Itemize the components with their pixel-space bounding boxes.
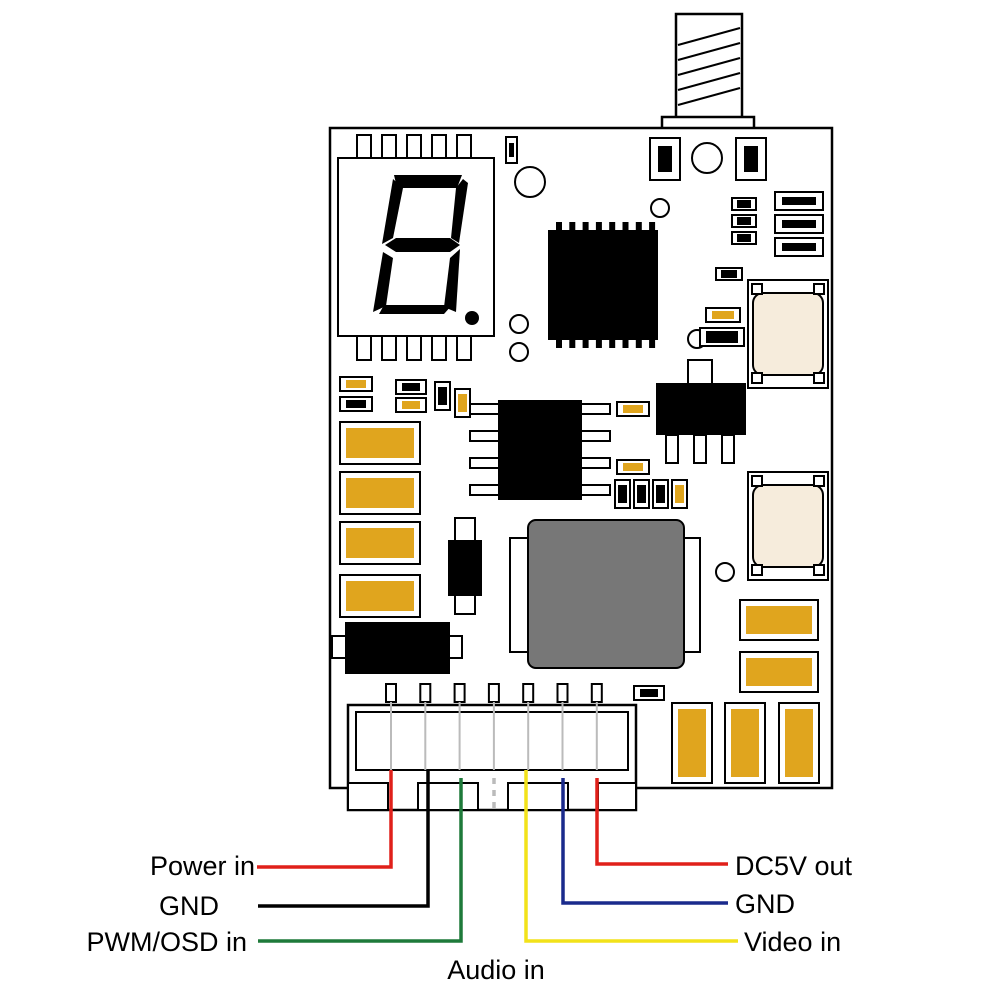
connector-pin-tab [487,683,500,703]
antenna-pads [649,137,767,181]
qfn-pin [635,222,642,232]
wire-power-in [257,770,393,869]
tantalum-caps-left [339,421,421,618]
pin-header-connector [346,683,638,812]
wire-dc5v-out [595,778,728,866]
wire-gnd-right [561,778,728,905]
diode-horizontal [331,622,463,674]
label-power-in: Power in [150,851,255,881]
tantalum-caps-right [739,599,819,693]
wire-pwm-osd [258,778,463,943]
antenna-connector [660,12,756,133]
voltage-regulator [656,359,746,464]
connector-pin-tab [419,683,432,703]
wires [257,770,738,943]
qfn-pin [595,222,602,232]
via [715,562,735,582]
connector-pin-tab [556,683,569,703]
label-gnd-right: GND [735,889,795,919]
label-pwm-osd-in: PWM/OSD in [86,927,247,957]
segment-digit [373,175,468,314]
soic-chip [469,400,611,500]
diode-vertical [448,517,482,615]
smd-small-top [505,136,707,362]
smd-small-left [339,376,650,475]
tactile-button-bottom [747,471,829,581]
qfn-pin [622,222,629,232]
smd-row [614,479,688,509]
qfn-pin [569,338,576,348]
smd-caps-mid-right [699,307,745,347]
connector-pin-tab [522,683,535,703]
label-video-in: Video in [744,927,841,957]
tantalum-caps-bottom [633,685,820,784]
qfn-pin [582,338,589,348]
wire-video [524,770,738,943]
power-inductor [509,519,701,669]
connector-pin-tab [453,683,466,703]
label-dc5v-out: DC5V out [735,851,853,881]
connector-pin-tab [590,683,603,703]
connector-pin-tab [385,683,397,703]
wire-gnd-left [258,770,430,908]
qfn-pin [595,338,602,348]
tactile-button-top [747,279,829,389]
decimal-point [465,311,479,325]
qfn-chip [540,222,666,656]
qfn-pin [609,338,616,348]
qfn-pin [649,222,656,232]
qfn-pin [556,222,562,232]
qfn-pin [582,222,589,232]
qfn-pin [622,338,629,348]
seven-segment-display [337,134,495,361]
qfn-pin [635,338,642,348]
qfn-pin [569,222,576,232]
qfn-pin [649,338,656,348]
qfn-pin [556,338,562,348]
qfn-pin [609,222,616,232]
label-audio-in: Audio in [447,955,545,985]
label-gnd-left: GND [159,891,219,921]
resistor-array [715,191,824,281]
